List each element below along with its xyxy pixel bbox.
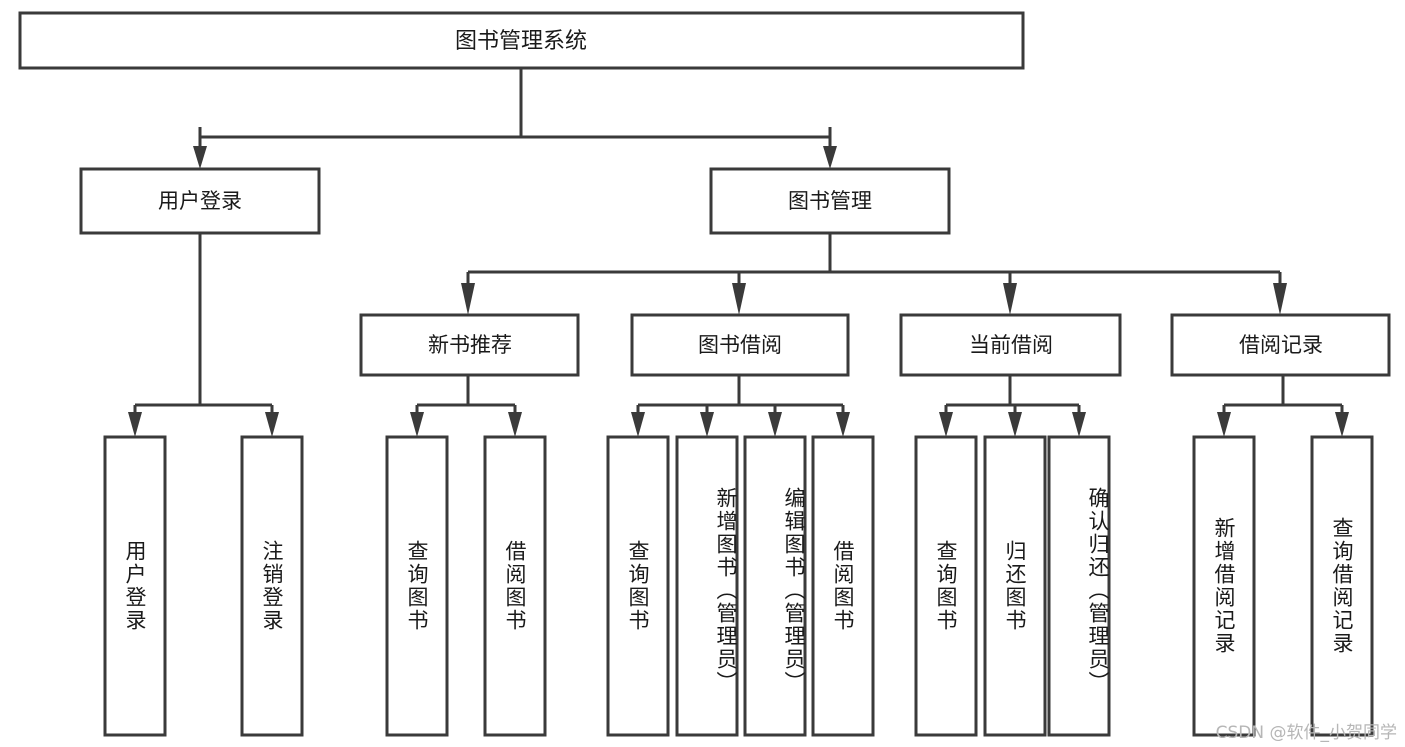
node-user-login-label: 用户登录 [158, 189, 242, 213]
node-current-borrow-box [899, 313, 1122, 377]
leaf-add-borrow-record-box[interactable] [1192, 435, 1256, 737]
leaf-confirm-return-admin-box[interactable] [1047, 435, 1111, 737]
connector-layer [128, 68, 1349, 437]
leaf-borrow-book-recommend-box[interactable] [483, 435, 547, 737]
arrowhead-leaf-confirm-return-admin [1072, 412, 1086, 437]
node-current-borrow[interactable]: 当前借阅 [899, 313, 1122, 377]
arrowhead-leaf-user-login [128, 412, 142, 437]
node-current-borrow-label: 当前借阅 [969, 333, 1053, 357]
arrowhead-borrow-record [1273, 283, 1287, 315]
node-user-login-box [79, 167, 321, 235]
node-book-borrow-label: 图书借阅 [698, 333, 782, 357]
node-new-book-recommend-box [359, 313, 580, 377]
node-root-label: 图书管理系统 [455, 29, 587, 54]
arrowhead-user-login [193, 146, 207, 169]
leaf-query-book-borrow-box[interactable] [606, 435, 670, 737]
arrowhead-leaf-add-book-admin [700, 412, 714, 437]
node-book-management[interactable]: 图书管理 [709, 167, 951, 235]
arrowhead-book-borrow [732, 283, 746, 315]
arrowhead-leaf-query-book-current [939, 412, 953, 437]
arrowhead-new-book-recommend [461, 283, 475, 315]
node-borrow-record[interactable]: 借阅记录 [1170, 313, 1391, 377]
arrowhead-leaf-add-borrow-record [1217, 412, 1231, 437]
leaf-logout-box[interactable] [240, 435, 304, 737]
csdn-watermark: CSDN @软件_小贺同学 [1215, 723, 1397, 743]
arrowhead-current-borrow [1003, 283, 1017, 315]
arrowhead-leaf-query-book-recommend [410, 412, 424, 437]
arrowhead-leaf-logout [265, 412, 279, 437]
arrowhead-leaf-return-book [1008, 412, 1022, 437]
arrowhead-leaf-borrow-book-recommend [508, 412, 522, 437]
leaf-add-book-admin-box[interactable] [675, 435, 739, 737]
node-book-management-label: 图书管理 [788, 189, 872, 213]
node-borrow-record-box [1170, 313, 1391, 377]
arrowhead-leaf-borrow-book [836, 412, 850, 437]
leaf-user-login-box[interactable] [103, 435, 167, 737]
leaf-edit-book-admin-box[interactable] [743, 435, 807, 737]
leaf-box-layer [103, 435, 1374, 737]
node-borrow-record-label: 借阅记录 [1239, 333, 1323, 357]
leaf-query-borrow-record-box[interactable] [1310, 435, 1374, 737]
node-root-box [18, 11, 1025, 70]
leaf-query-book-recommend-box[interactable] [385, 435, 449, 737]
node-book-borrow-box [630, 313, 850, 377]
node-new-book-recommend-label: 新书推荐 [428, 333, 512, 357]
node-book-management-box [709, 167, 951, 235]
arrowhead-leaf-query-book-borrow [631, 412, 645, 437]
leaf-query-book-current-box[interactable] [914, 435, 978, 737]
node-new-book-recommend[interactable]: 新书推荐 [359, 313, 580, 377]
node-book-borrow[interactable]: 图书借阅 [630, 313, 850, 377]
node-user-login[interactable]: 用户登录 [79, 167, 321, 235]
arrowhead-book-management [823, 146, 837, 169]
node-root[interactable]: 图书管理系统 [18, 11, 1025, 70]
arrowhead-leaf-query-borrow-record [1335, 412, 1349, 437]
arrowhead-leaf-edit-book-admin [768, 412, 782, 437]
leaf-borrow-book-box[interactable] [811, 435, 875, 737]
leaf-return-book-box[interactable] [983, 435, 1047, 737]
